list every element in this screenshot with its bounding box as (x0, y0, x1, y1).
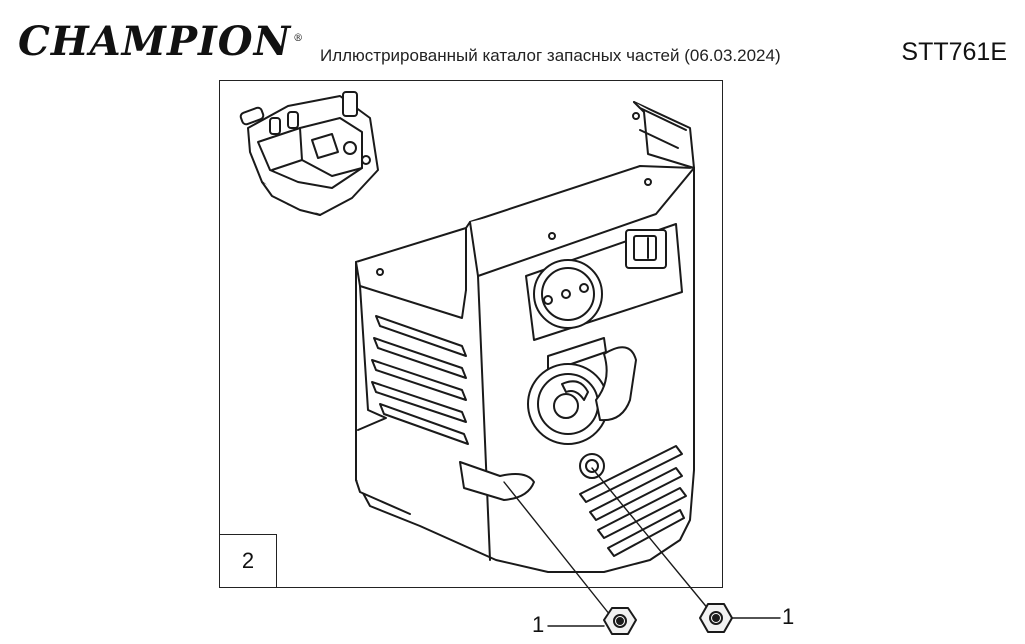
nut-right-illustration (699, 603, 733, 633)
assembly-frame (219, 80, 723, 588)
leader-lines (503, 467, 781, 627)
part-label-left: 1 (532, 612, 545, 637)
registered-mark: ® (293, 32, 305, 44)
catalog-title: Иллюстрированный каталог запасных частей… (320, 46, 781, 65)
model-code: STT761E (901, 38, 1007, 66)
cover-panel-illustration (355, 101, 695, 573)
brand-name: CHAMPION (18, 18, 292, 65)
champion-logo: CHAMPION® (18, 22, 304, 62)
nut-left-illustration (603, 607, 637, 635)
part-label-right: 1 (782, 604, 795, 629)
engine-bracket-illustration (239, 91, 379, 216)
assembly-callout: 2 (219, 534, 277, 588)
